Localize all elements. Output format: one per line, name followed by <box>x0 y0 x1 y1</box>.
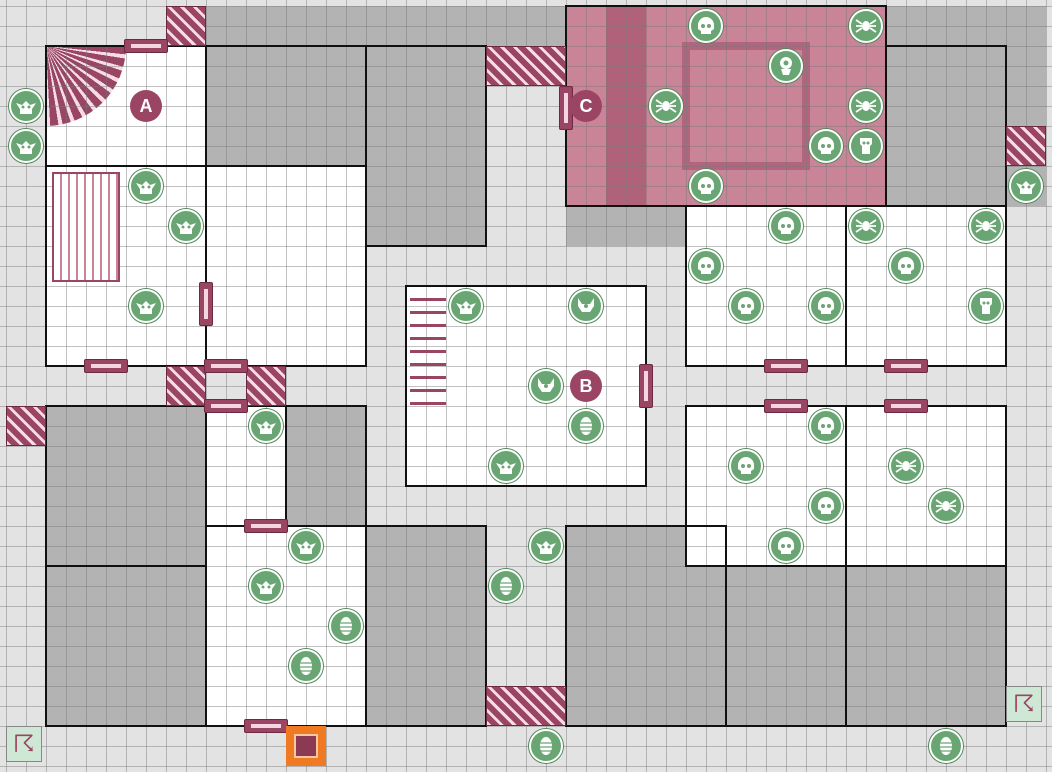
skull-icon[interactable] <box>809 129 843 163</box>
room-marker-b: B <box>570 370 602 402</box>
goblin-icon[interactable] <box>9 89 43 123</box>
room-marker-c: C <box>570 90 602 122</box>
rubble-icon <box>246 366 286 406</box>
start-icon[interactable] <box>286 726 326 766</box>
door-icon[interactable] <box>884 359 928 373</box>
table-fixture <box>52 172 120 282</box>
room-marker-a: A <box>130 90 162 122</box>
door-icon[interactable] <box>639 364 653 408</box>
mummy-icon[interactable] <box>569 409 603 443</box>
goblin-icon[interactable] <box>449 289 483 323</box>
room-b <box>406 286 646 486</box>
rubble-icon <box>6 406 46 446</box>
room-east-4 <box>846 406 1006 566</box>
mummy-icon[interactable] <box>929 729 963 763</box>
skull-icon[interactable] <box>729 289 763 323</box>
chaos-warrior-icon[interactable] <box>529 369 563 403</box>
rune-corner-icon: ☈ <box>1006 686 1042 722</box>
room-west-annex <box>206 166 366 366</box>
door-icon[interactable] <box>764 359 808 373</box>
weapon-rack-fixture <box>410 288 446 406</box>
rubble-icon <box>486 686 566 726</box>
skull-icon[interactable] <box>689 249 723 283</box>
mummy-icon[interactable] <box>329 609 363 643</box>
skull-icon[interactable] <box>809 289 843 323</box>
skull-icon[interactable] <box>889 249 923 283</box>
door-icon[interactable] <box>204 359 248 373</box>
mummy-icon[interactable] <box>529 729 563 763</box>
spider-icon[interactable] <box>849 9 883 43</box>
door-icon[interactable] <box>764 399 808 413</box>
goblin-icon[interactable] <box>129 289 163 323</box>
goblin-icon[interactable] <box>1009 169 1043 203</box>
skull-icon[interactable] <box>809 489 843 523</box>
spider-icon[interactable] <box>969 209 1003 243</box>
orc-icon[interactable] <box>969 289 1003 323</box>
spider-icon[interactable] <box>849 209 883 243</box>
mummy-icon[interactable] <box>489 569 523 603</box>
skull-icon[interactable] <box>729 449 763 483</box>
room-east-1 <box>686 206 846 366</box>
mummy-icon[interactable] <box>289 649 323 683</box>
goblin-icon[interactable] <box>489 449 523 483</box>
door-icon[interactable] <box>204 399 248 413</box>
chaos-warrior-icon[interactable] <box>569 289 603 323</box>
goblin-icon[interactable] <box>249 409 283 443</box>
door-icon[interactable] <box>244 719 288 733</box>
skull-icon[interactable] <box>689 9 723 43</box>
rubble-icon <box>166 366 206 406</box>
door-icon[interactable] <box>884 399 928 413</box>
goblin-icon[interactable] <box>289 529 323 563</box>
goblin-icon[interactable] <box>9 129 43 163</box>
door-icon[interactable] <box>244 519 288 533</box>
skull-icon[interactable] <box>809 409 843 443</box>
fimir-icon[interactable] <box>769 49 803 83</box>
skull-icon[interactable] <box>769 529 803 563</box>
door-icon[interactable] <box>84 359 128 373</box>
skull-icon[interactable] <box>689 169 723 203</box>
orc-icon[interactable] <box>849 129 883 163</box>
rubble-icon <box>1006 126 1046 166</box>
rubble-icon <box>486 46 566 86</box>
spider-icon[interactable] <box>849 89 883 123</box>
goblin-icon[interactable] <box>529 529 563 563</box>
door-icon[interactable] <box>124 39 168 53</box>
rubble-icon <box>166 6 206 46</box>
spider-icon[interactable] <box>889 449 923 483</box>
goblin-icon[interactable] <box>169 209 203 243</box>
spider-icon[interactable] <box>929 489 963 523</box>
spider-icon[interactable] <box>649 89 683 123</box>
rune-corner-icon: ☈ <box>6 726 42 762</box>
goblin-icon[interactable] <box>129 169 163 203</box>
skull-icon[interactable] <box>769 209 803 243</box>
door-icon[interactable] <box>199 282 213 326</box>
goblin-icon[interactable] <box>249 569 283 603</box>
